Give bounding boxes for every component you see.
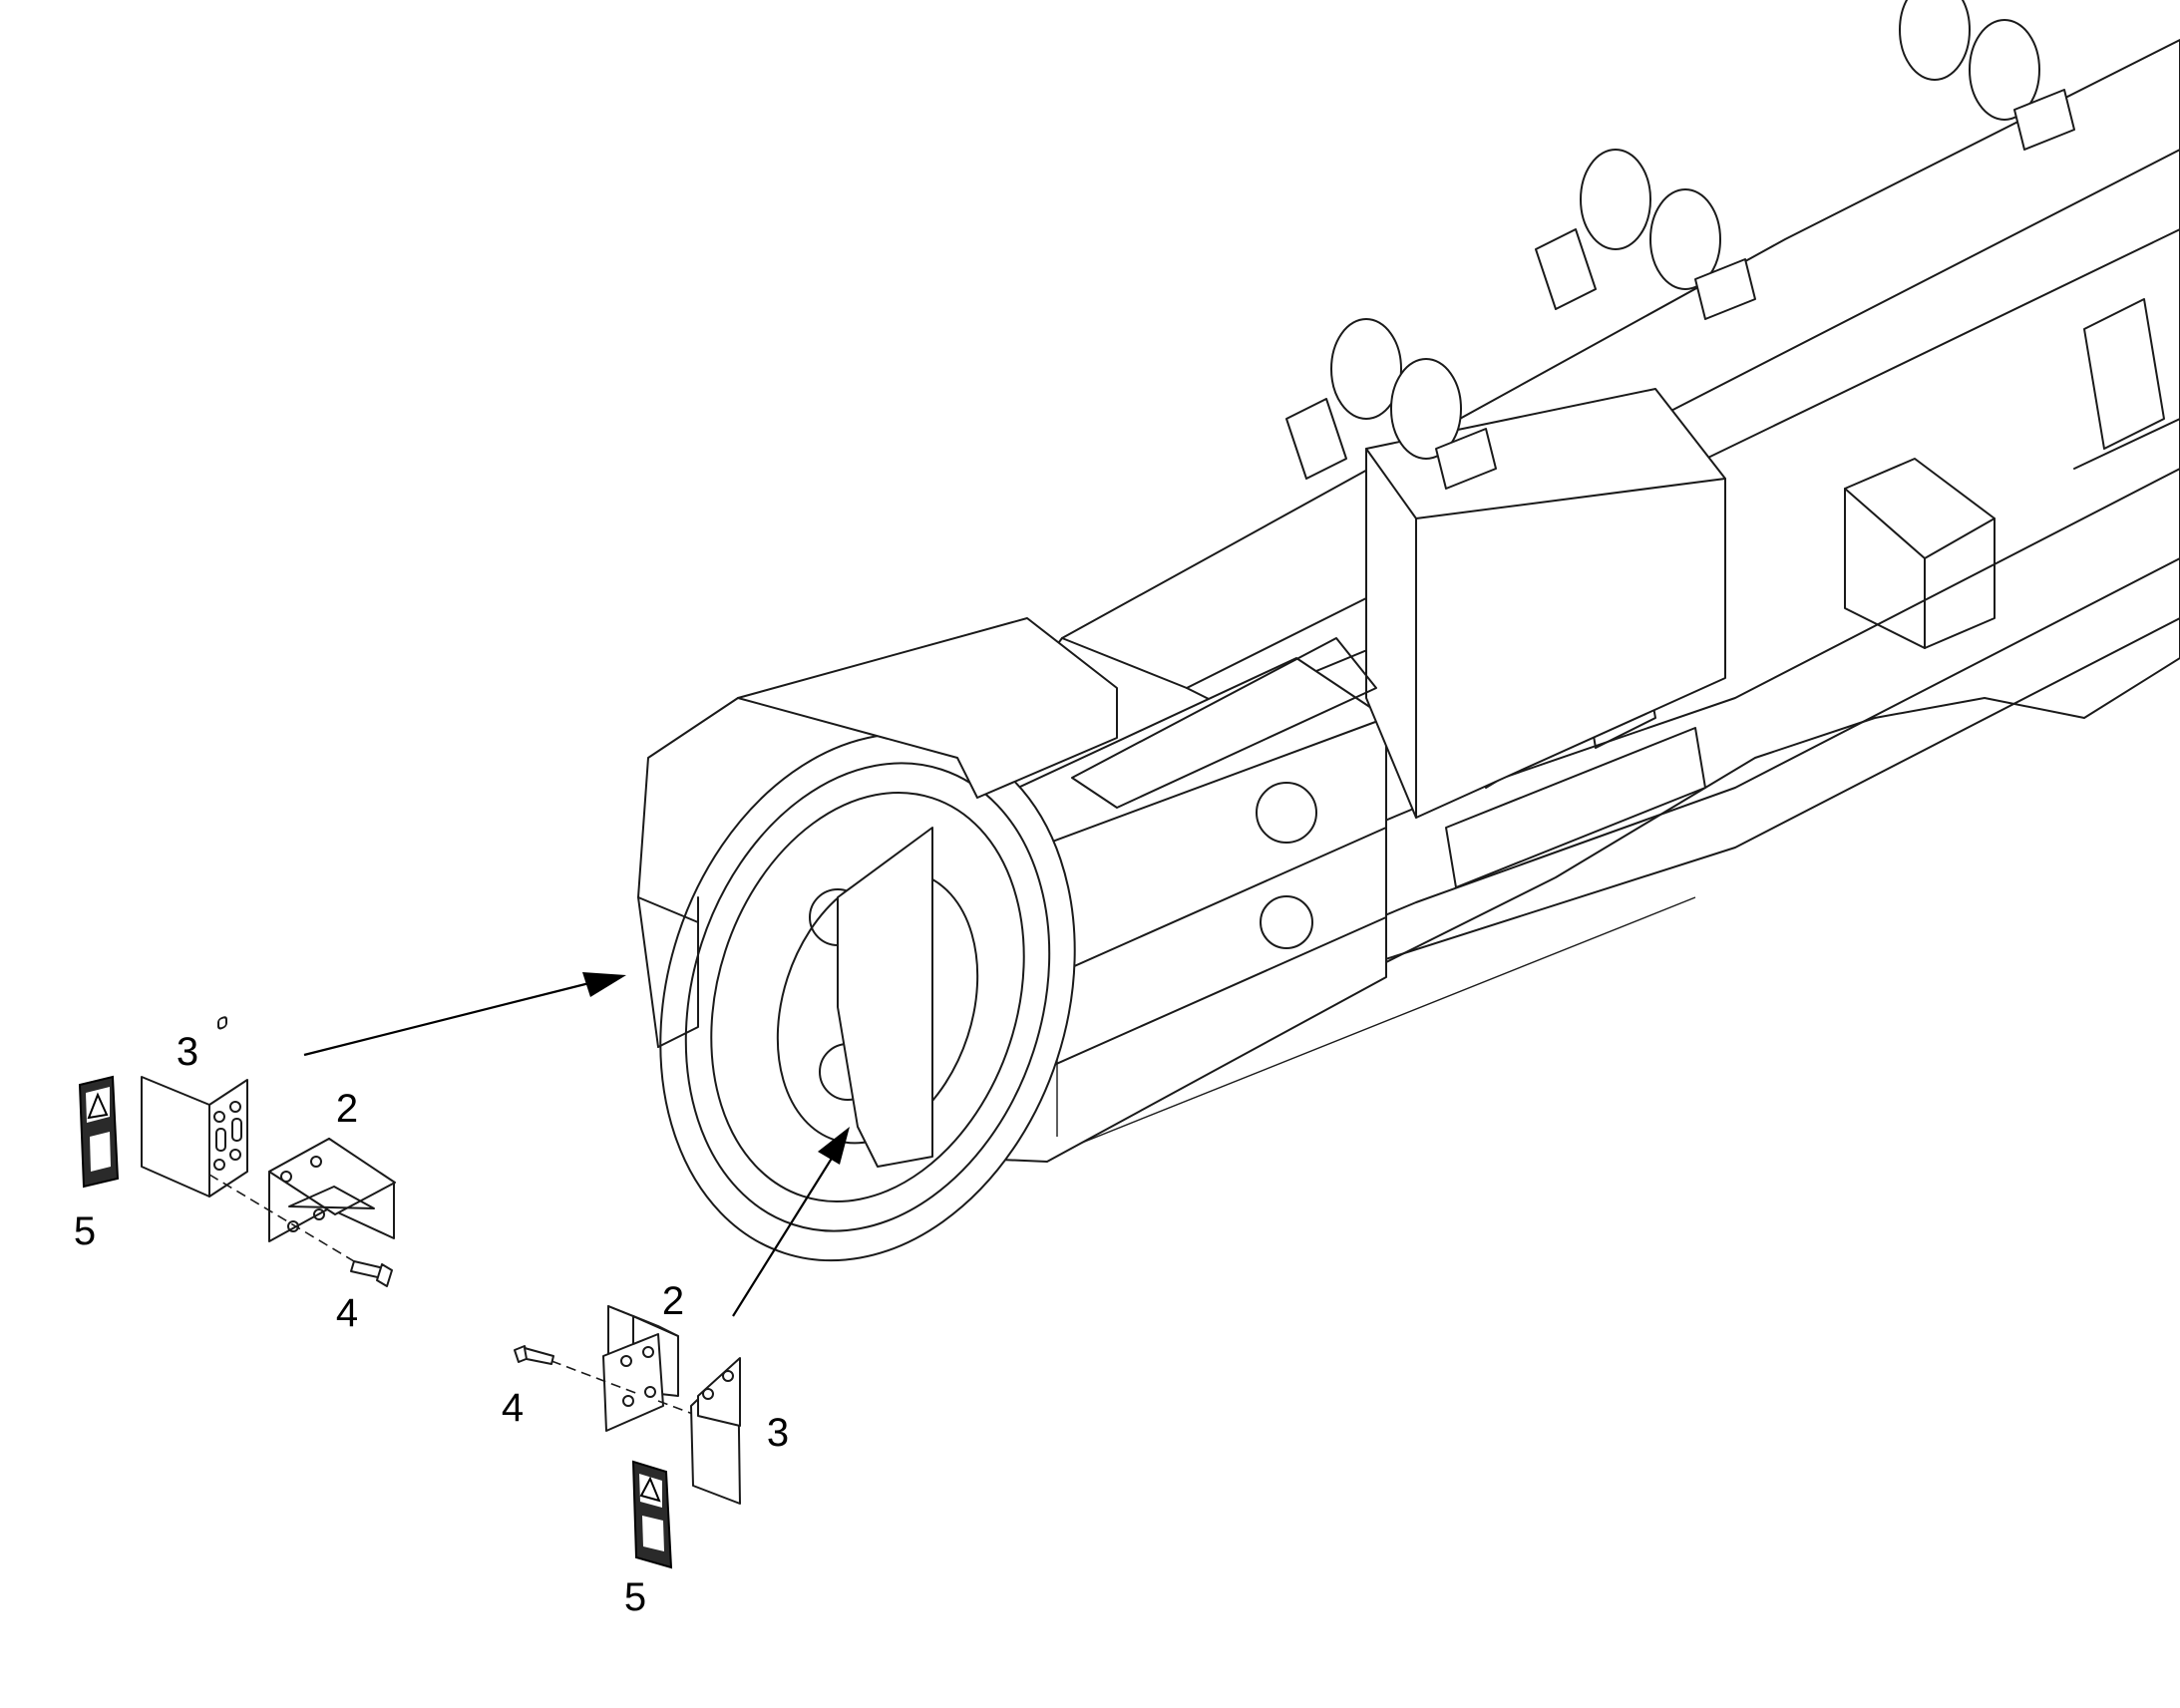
left-guard-plate (141, 1016, 248, 1197)
right-guard-plate (690, 1357, 741, 1505)
callout-right-bolt: 4 (502, 1386, 524, 1430)
carrier-roller-1 (1285, 318, 1497, 490)
callout-left-decal: 5 (74, 1209, 96, 1253)
explode-arrow-left (303, 972, 626, 1057)
left-bolt (350, 1260, 393, 1287)
right-bracket (602, 1305, 679, 1432)
callout-left-guard-plate: 3 (177, 1030, 198, 1074)
left-decal-warning-icon (87, 1092, 109, 1120)
callout-right-guard-plate: 3 (767, 1411, 789, 1455)
callout-right-bracket: 2 (662, 1279, 684, 1323)
left-bracket (268, 1138, 396, 1242)
carrier-roller-3 (1899, 0, 2075, 151)
callout-right-decal: 5 (624, 1575, 646, 1619)
right-warning-decal (631, 1460, 673, 1569)
right-hardware-group (514, 1305, 741, 1569)
right-bolt (514, 1345, 554, 1365)
explode-arrow-right (732, 1127, 850, 1317)
callout-left-bolt: 4 (336, 1291, 358, 1335)
left-hardware-group (78, 1016, 396, 1287)
carrier-roller-2 (1535, 149, 1756, 320)
left-warning-decal (78, 1075, 120, 1189)
track-frame (637, 0, 2180, 1262)
callout-left-bracket: 2 (336, 1087, 358, 1131)
right-decal-warning-icon (639, 1476, 661, 1503)
